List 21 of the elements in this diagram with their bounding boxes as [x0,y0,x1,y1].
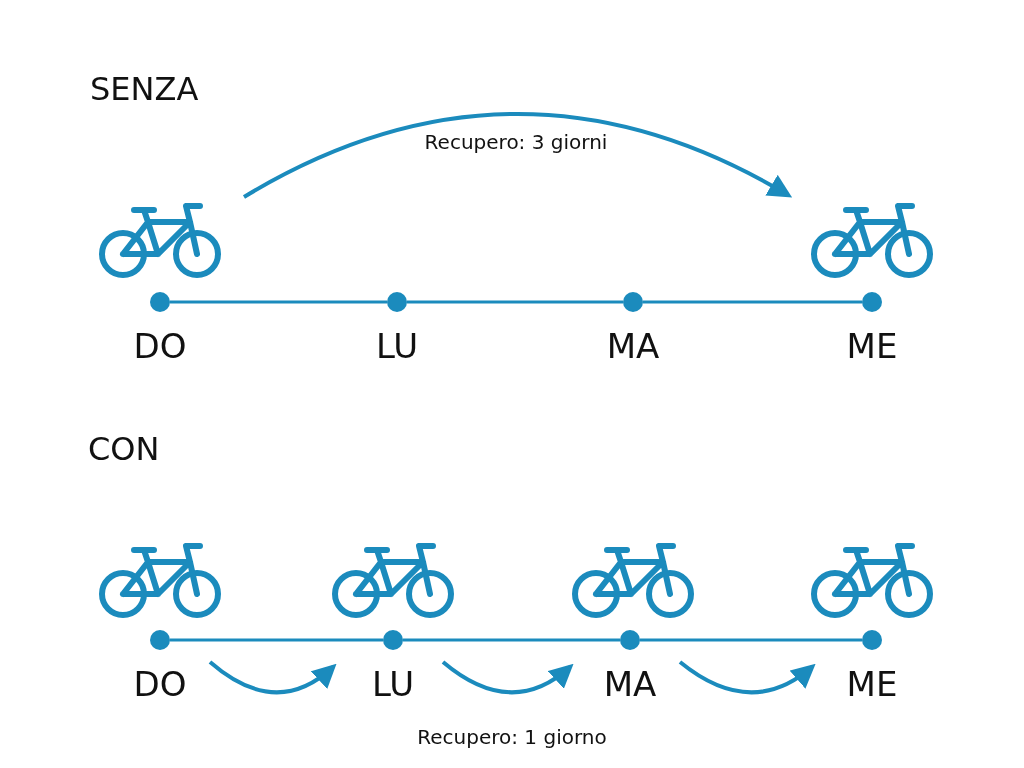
timeline-line [407,300,623,304]
curved-arrow [678,660,816,695]
curved-arrow [243,112,793,199]
timeline-line [640,638,862,642]
day-label: DO [133,664,187,704]
timeline-line [643,300,862,304]
day-label: MA [603,664,657,704]
day-label: MA [606,326,660,366]
day-label: ME [846,664,898,704]
timeline-line [170,638,383,642]
day-label: DO [133,326,187,366]
curved-arrow [208,660,337,695]
day-label: ME [846,326,898,366]
section-heading: SENZA [90,70,199,108]
timeline-line [403,638,620,642]
day-label: LU [375,326,419,366]
note-text: Recupero: 1 giorno [417,725,607,749]
section-heading: CON [88,430,160,468]
curved-arrow [441,660,574,695]
day-label: LU [371,664,415,704]
timeline-line [170,300,387,304]
